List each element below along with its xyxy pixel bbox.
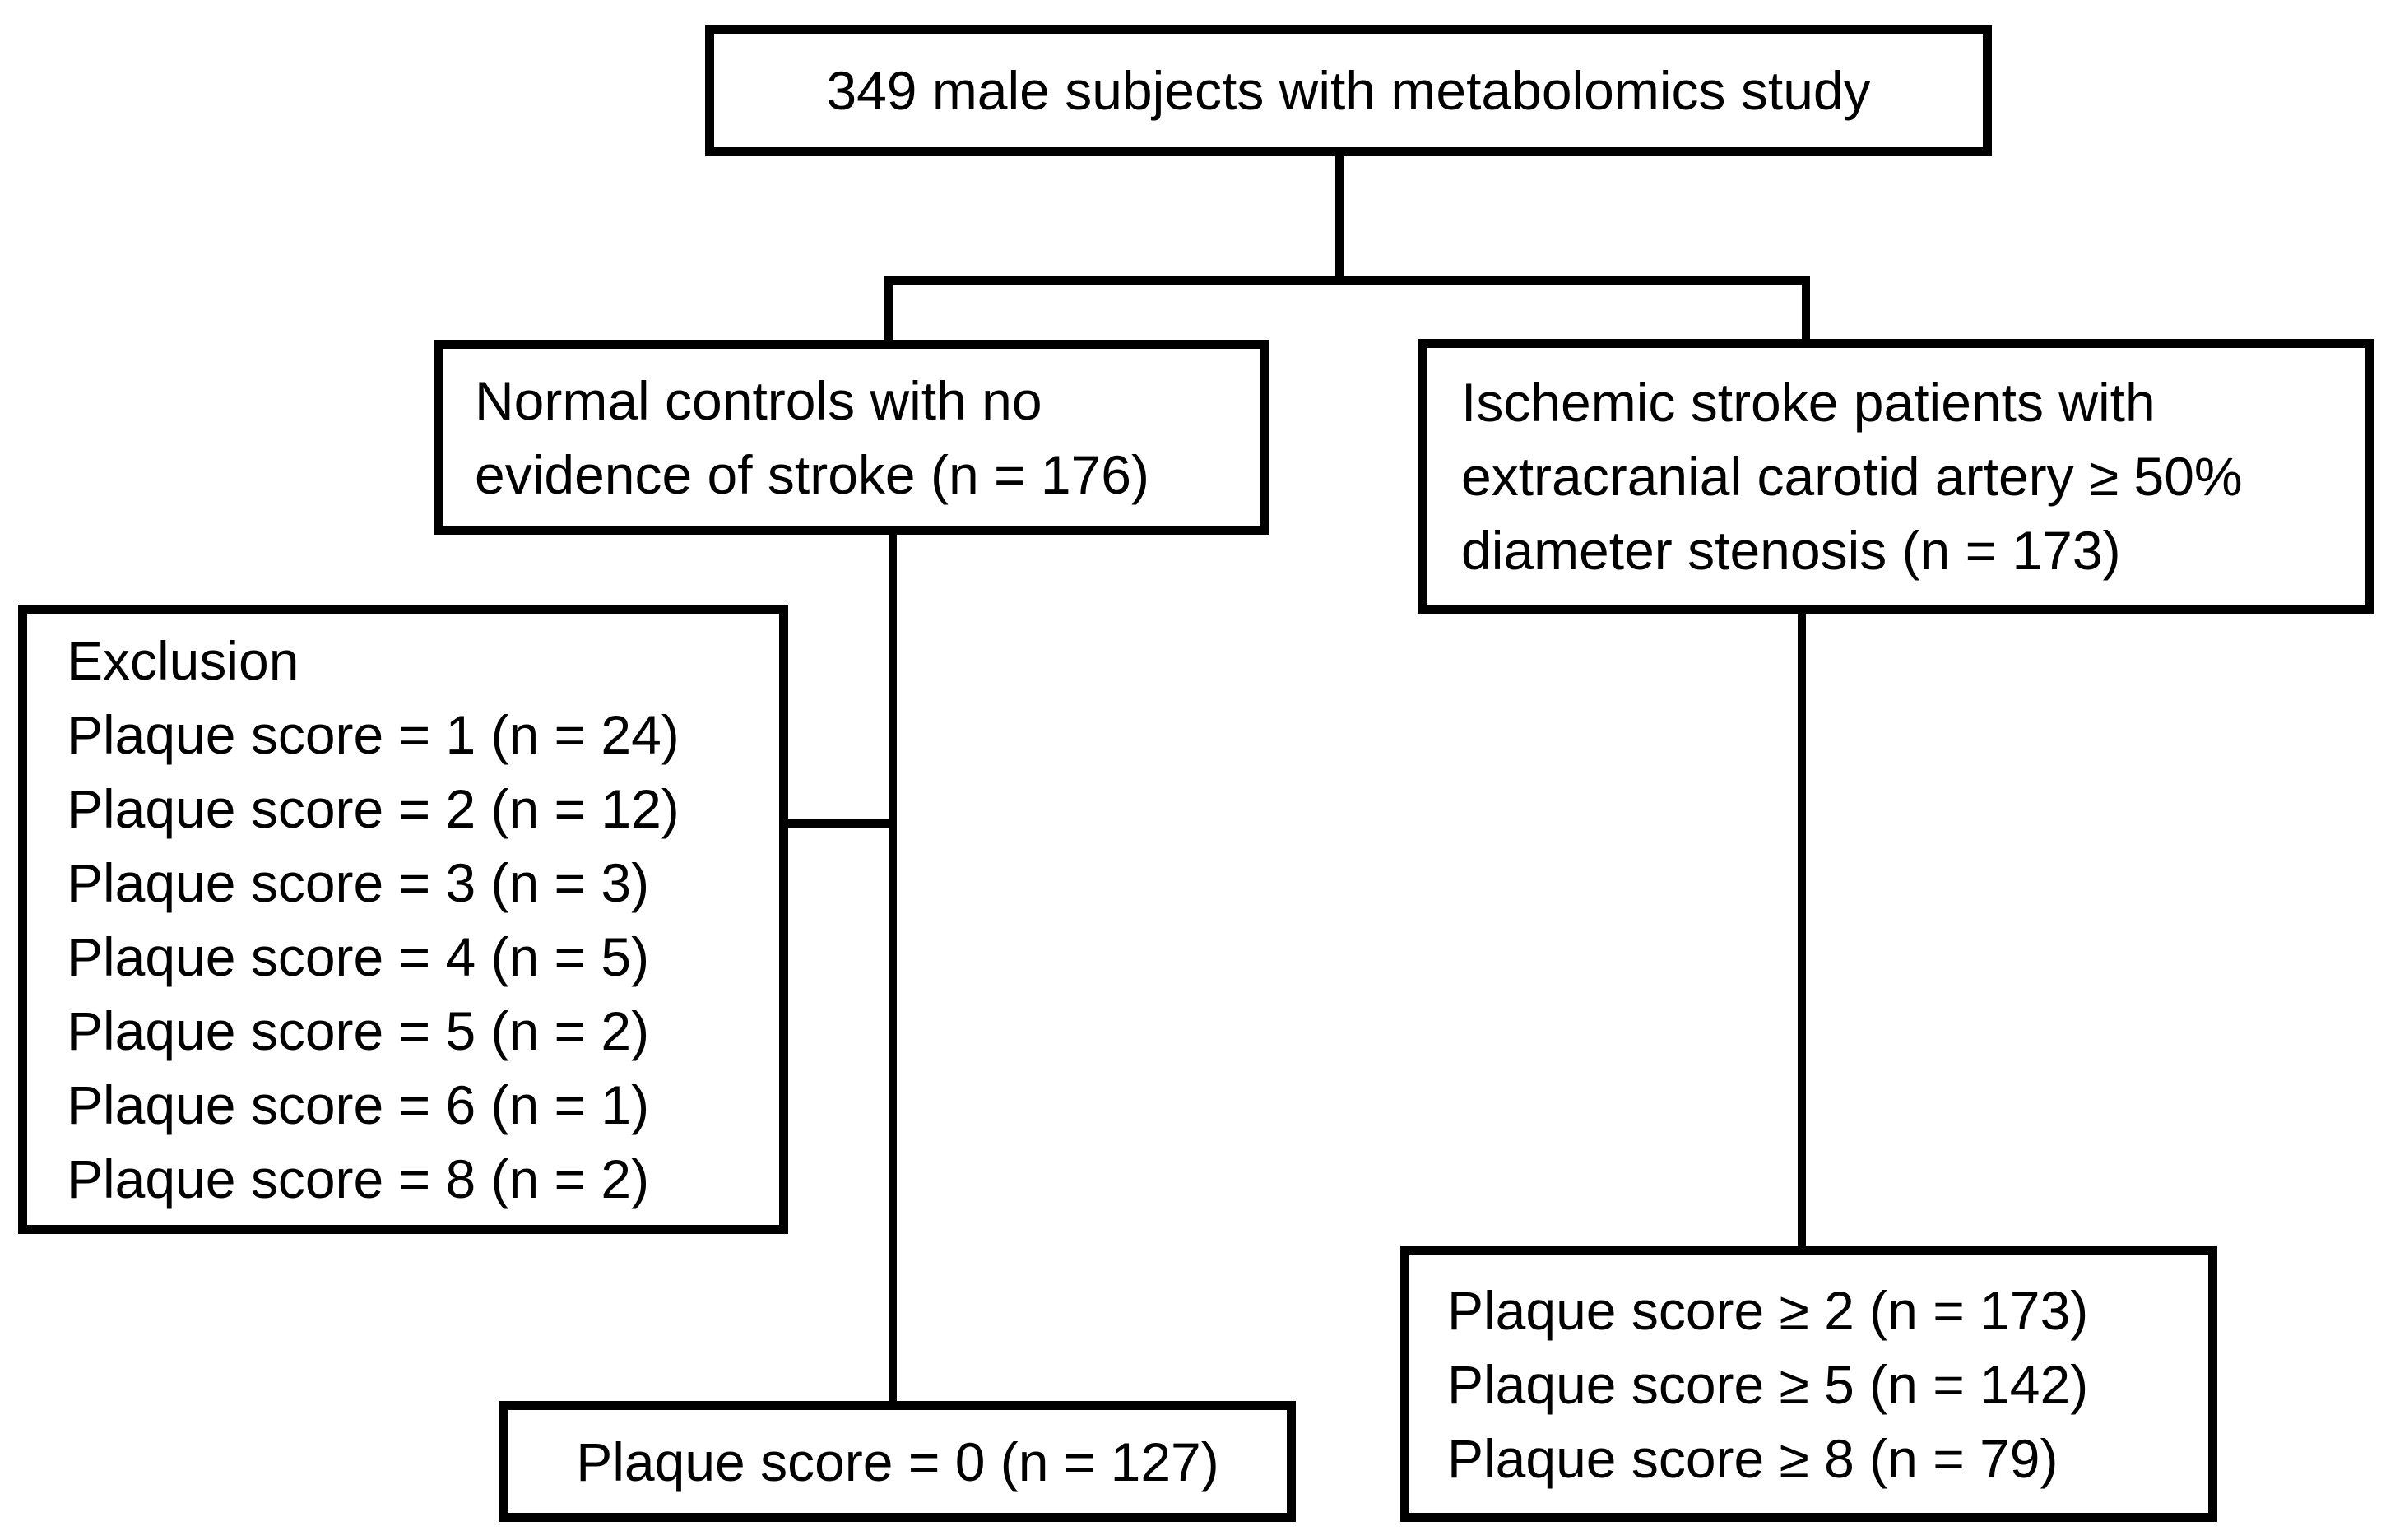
stroke-final-line: Plaque score ≥ 8 (n = 79): [1447, 1427, 2058, 1489]
controls-final-label: Plaque score = 0 (n = 127): [576, 1431, 1219, 1492]
exclusion-title: Exclusion: [67, 629, 299, 691]
connector-root-stem: [1335, 156, 1344, 281]
connector-exclusion-link: [782, 819, 897, 828]
root-population-label: 349 male subjects with metabolomics stud…: [826, 60, 1871, 121]
exclusion-item: Plaque score = 3 (n = 3): [67, 851, 650, 913]
exclusion-item: Plaque score = 1 (n = 24): [67, 703, 680, 765]
exclusion-item: Plaque score = 2 (n = 12): [67, 777, 680, 839]
ischemic-stroke-line: diameter stenosis (n = 173): [1461, 520, 2121, 581]
box-exclusion-criteria: Exclusion Plaque score = 1 (n = 24) Plaq…: [18, 605, 788, 1234]
normal-controls-line: evidence of stroke (n = 176): [475, 443, 1149, 505]
exclusion-item: Plaque score = 5 (n = 2): [67, 1000, 650, 1061]
normal-controls-line: Normal controls with no: [475, 369, 1042, 431]
box-controls-final: Plaque score = 0 (n = 127): [499, 1401, 1296, 1522]
ischemic-stroke-line: Ischemic stroke patients with: [1461, 372, 2156, 433]
connector-drop-to-stroke: [1802, 276, 1810, 348]
connector-controls-to-final: [889, 526, 897, 1410]
box-ischemic-stroke: Ischemic stroke patients with extracrani…: [1418, 339, 2374, 614]
exclusion-item: Plaque score = 4 (n = 5): [67, 925, 650, 987]
stroke-final-line: Plaque score ≥ 5 (n = 142): [1447, 1353, 2089, 1415]
ischemic-stroke-line: extracranial carotid artery ≥ 50%: [1461, 446, 2243, 507]
exclusion-item: Plaque score = 6 (n = 1): [67, 1074, 650, 1135]
connector-drop-to-controls: [884, 276, 893, 349]
stroke-final-line: Plaque score ≥ 2 (n = 173): [1447, 1279, 2089, 1341]
box-root-population: 349 male subjects with metabolomics stud…: [705, 25, 1992, 156]
connector-stroke-to-final: [1798, 605, 1806, 1255]
exclusion-item: Plaque score = 8 (n = 2): [67, 1148, 650, 1209]
connector-branch-bar: [884, 276, 1810, 285]
box-normal-controls: Normal controls with no evidence of stro…: [434, 340, 1269, 535]
box-stroke-final: Plaque score ≥ 2 (n = 173) Plaque score …: [1400, 1246, 2217, 1522]
